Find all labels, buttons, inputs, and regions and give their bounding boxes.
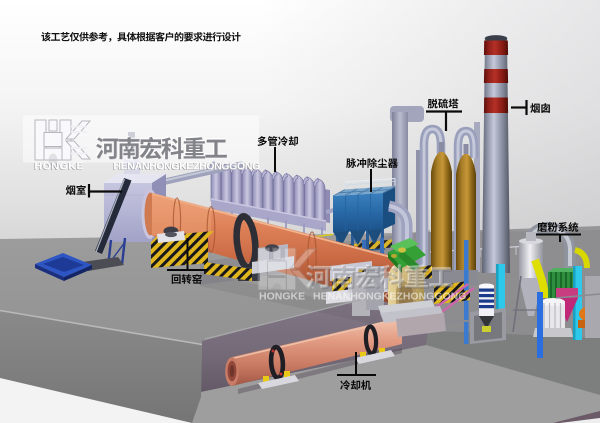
svg-text:HENANHONGKEZHONGGONG: HENANHONGKEZHONGGONG xyxy=(113,161,260,173)
svg-text:HENANHONGKEZHONGGONG: HENANHONGKEZHONGGONG xyxy=(313,291,466,303)
svg-text:HONGKE: HONGKE xyxy=(34,161,84,173)
svg-text:HENANHONGKEZHONGGONG: HENANHONGKEZHONGGONG xyxy=(113,161,260,173)
svg-text:HONGKE: HONGKE xyxy=(259,291,305,303)
svg-text:HONGKE: HONGKE xyxy=(34,161,84,173)
